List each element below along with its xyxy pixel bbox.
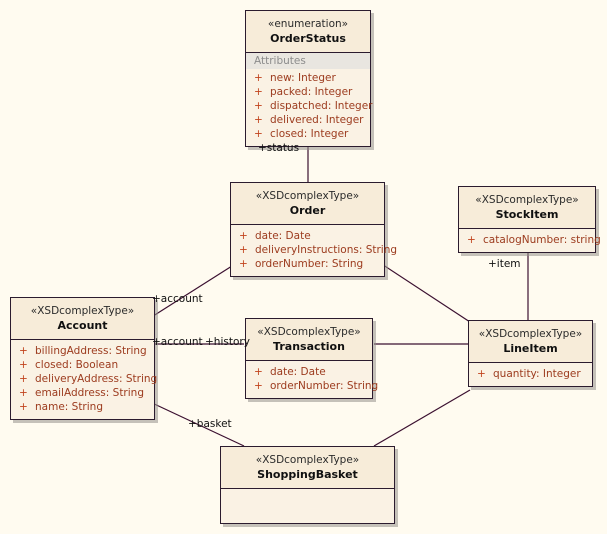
class-box-order[interactable]: «XSDcomplexType» Order + date: Date + deli… (230, 182, 397, 277)
attribute-text: delivered: Integer (270, 114, 364, 126)
class-stereotype: «XSDcomplexType» (255, 454, 360, 466)
class-header-order: «XSDcomplexType» Order (231, 183, 384, 225)
class-name: Transaction (273, 340, 345, 353)
class-header-stockitem: «XSDcomplexType» StockItem (459, 187, 595, 229)
class-box-shoppingbasket[interactable]: «XSDcomplexType» ShoppingBasket (220, 446, 395, 524)
attribute-row: + orderNumber: String (231, 257, 384, 271)
association-label-basket: +basket (188, 418, 232, 430)
class-stereotype: «enumeration» (267, 18, 349, 30)
visibility-marker: + (19, 345, 28, 357)
class-header-account: «XSDcomplexType» Account (11, 298, 154, 340)
visibility-marker: + (254, 86, 263, 98)
class-header-lineitem: «XSDcomplexType» LineItem (469, 321, 592, 363)
visibility-marker: + (254, 100, 263, 112)
association-label-account-mid: +account (152, 336, 203, 348)
class-attributes-stockitem: + catalogNumber: string (459, 229, 601, 252)
attribute-text: closed: Integer (270, 128, 349, 140)
visibility-marker: + (254, 114, 263, 126)
attribute-text: billingAddress: String (35, 345, 147, 357)
attribute-row: + date: Date (231, 229, 384, 243)
association-label-history: +history (205, 336, 250, 348)
compartment-title-attributes: Attributes (246, 53, 370, 69)
attribute-text: quantity: Integer (493, 368, 581, 380)
association-label-account-top: +account (152, 293, 203, 305)
class-attributes-account: + billingAddress: String + closed: Boolean… (11, 340, 158, 419)
visibility-marker: + (467, 234, 476, 246)
class-box-account[interactable]: «XSDcomplexType» Account + billingAddress… (10, 297, 158, 420)
connector-lineitem-shoppingbasket (373, 389, 471, 447)
attribute-row: + name: String (11, 400, 154, 414)
class-attributes-orderstatus: Attributes + new: Integer + packed: Intege… (246, 53, 373, 146)
class-name: StockItem (495, 208, 559, 221)
visibility-marker: + (239, 230, 248, 242)
attribute-row: + orderNumber: String (246, 379, 378, 393)
class-box-lineitem[interactable]: «XSDcomplexType» LineItem + quantity: Int… (468, 320, 593, 387)
class-header-transaction: «XSDcomplexType» Transaction (246, 319, 372, 361)
attribute-text: date: Date (255, 230, 311, 242)
attribute-row: + date: Date (246, 365, 372, 379)
visibility-marker: + (19, 373, 28, 385)
attribute-text: closed: Boolean (35, 359, 119, 371)
class-stereotype: «XSDcomplexType» (475, 194, 579, 206)
attribute-text: date: Date (270, 366, 326, 378)
class-attributes-lineitem: + quantity: Integer (469, 363, 592, 386)
attribute-row: + closed: Integer (246, 127, 370, 141)
attribute-text: orderNumber: String (255, 258, 364, 270)
class-name: OrderStatus (270, 32, 346, 45)
attribute-text: dispatched: Integer (270, 100, 373, 112)
attribute-text: new: Integer (270, 72, 336, 84)
attribute-row: + new: Integer (246, 71, 370, 85)
class-box-stockitem[interactable]: «XSDcomplexType» StockItem + catalogNumbe… (458, 186, 601, 253)
class-stereotype: «XSDcomplexType» (30, 305, 135, 317)
visibility-marker: + (254, 72, 263, 84)
attribute-text: orderNumber: String (270, 380, 379, 392)
visibility-marker: + (19, 401, 28, 413)
class-name: ShoppingBasket (257, 468, 358, 481)
attribute-row: + dispatched: Integer (246, 99, 373, 113)
attribute-row: + closed: Boolean (11, 358, 154, 372)
class-attributes-transaction: + date: Date + orderNumber: String (246, 361, 378, 398)
association-label-item: +item (488, 258, 521, 270)
visibility-marker: + (477, 368, 486, 380)
visibility-marker: + (239, 258, 248, 270)
class-box-transaction[interactable]: «XSDcomplexType» Transaction + date: Date… (245, 318, 378, 399)
attribute-row: + deliveryInstructions: String (231, 243, 397, 257)
class-stereotype: «XSDcomplexType» (257, 326, 361, 338)
attribute-text: deliveryInstructions: String (255, 244, 398, 256)
attribute-row: + delivered: Integer (246, 113, 370, 127)
attribute-text: packed: Integer (270, 86, 353, 98)
attribute-text: name: String (35, 401, 103, 413)
class-stereotype: «XSDcomplexType» (255, 190, 360, 202)
attribute-row: + quantity: Integer (469, 367, 592, 381)
association-label-status: +status (258, 142, 300, 154)
class-stereotype: «XSDcomplexType» (478, 328, 583, 340)
class-header-orderstatus: «enumeration» OrderStatus (246, 11, 370, 53)
class-attributes-order: + date: Date + deliveryInstructions: Strin… (231, 225, 397, 276)
visibility-marker: + (254, 366, 263, 378)
attribute-row: + billingAddress: String (11, 344, 154, 358)
visibility-marker: + (19, 359, 28, 371)
visibility-marker: + (19, 387, 28, 399)
connector-order-lineitem (373, 258, 471, 323)
class-name: Account (57, 319, 108, 332)
class-name: Order (289, 204, 326, 217)
attribute-row: + packed: Integer (246, 85, 370, 99)
class-name: LineItem (503, 342, 558, 355)
visibility-marker: + (254, 380, 263, 392)
attribute-text: catalogNumber: string (483, 234, 601, 246)
visibility-marker: + (239, 244, 248, 256)
visibility-marker: + (254, 128, 263, 140)
class-header-shoppingbasket: «XSDcomplexType» ShoppingBasket (221, 447, 394, 489)
attribute-row: + catalogNumber: string (459, 233, 601, 247)
attribute-row: + deliveryAddress: String (11, 372, 158, 386)
class-box-orderstatus[interactable]: «enumeration» OrderStatus Attributes + ne… (245, 10, 373, 147)
attribute-text: deliveryAddress: String (35, 373, 158, 385)
class-attributes-shoppingbasket (221, 489, 394, 523)
attribute-row: + emailAddress: String (11, 386, 154, 400)
attribute-text: emailAddress: String (35, 387, 144, 399)
